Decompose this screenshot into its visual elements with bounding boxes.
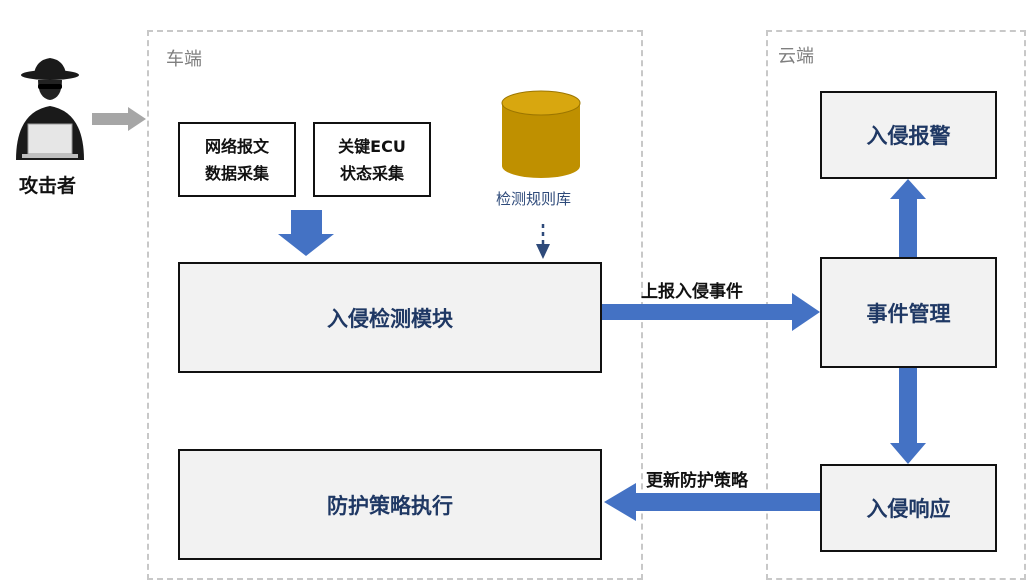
vehicle-region-label: 车端	[166, 49, 202, 70]
collect-down-arrow	[278, 210, 334, 256]
network-collect-box: 网络报文 数据采集	[178, 122, 296, 197]
update-arrow	[604, 483, 822, 521]
response-label: 入侵响应	[866, 497, 951, 521]
attacker-label: 攻击者	[19, 175, 77, 197]
rule-db-arrowhead	[536, 244, 550, 259]
event-mgmt-box: 事件管理	[820, 257, 997, 368]
hacker-icon	[16, 58, 84, 160]
alarm-label: 入侵报警	[866, 124, 951, 148]
report-edge-label: 上报入侵事件	[641, 282, 743, 302]
network-collect-label: 网络报文 数据采集	[204, 136, 269, 183]
update-edge-label: 更新防护策略	[646, 471, 748, 491]
rule-db-label: 检测规则库	[496, 190, 572, 208]
attacker-arrow	[92, 107, 146, 131]
alarm-box: 入侵报警	[820, 91, 997, 179]
ecu-collect-label: 关键ECU 状态采集	[338, 136, 406, 183]
ecu-collect-box: 关键ECU 状态采集	[313, 122, 431, 197]
ids-module-label: 入侵检测模块	[327, 306, 453, 331]
response-box: 入侵响应	[820, 464, 997, 552]
cloud-region-label: 云端	[778, 46, 814, 67]
report-arrow	[602, 293, 820, 331]
protection-exec-label: 防护策略执行	[327, 493, 453, 518]
diagram-arrows	[16, 58, 926, 521]
alarm-up-arrow	[890, 179, 926, 257]
response-down-arrow	[890, 368, 926, 464]
database-icon	[501, 90, 581, 178]
protection-exec-box: 防护策略执行	[178, 449, 602, 560]
ids-module-box: 入侵检测模块	[178, 262, 602, 373]
event-mgmt-label: 事件管理	[866, 301, 951, 326]
